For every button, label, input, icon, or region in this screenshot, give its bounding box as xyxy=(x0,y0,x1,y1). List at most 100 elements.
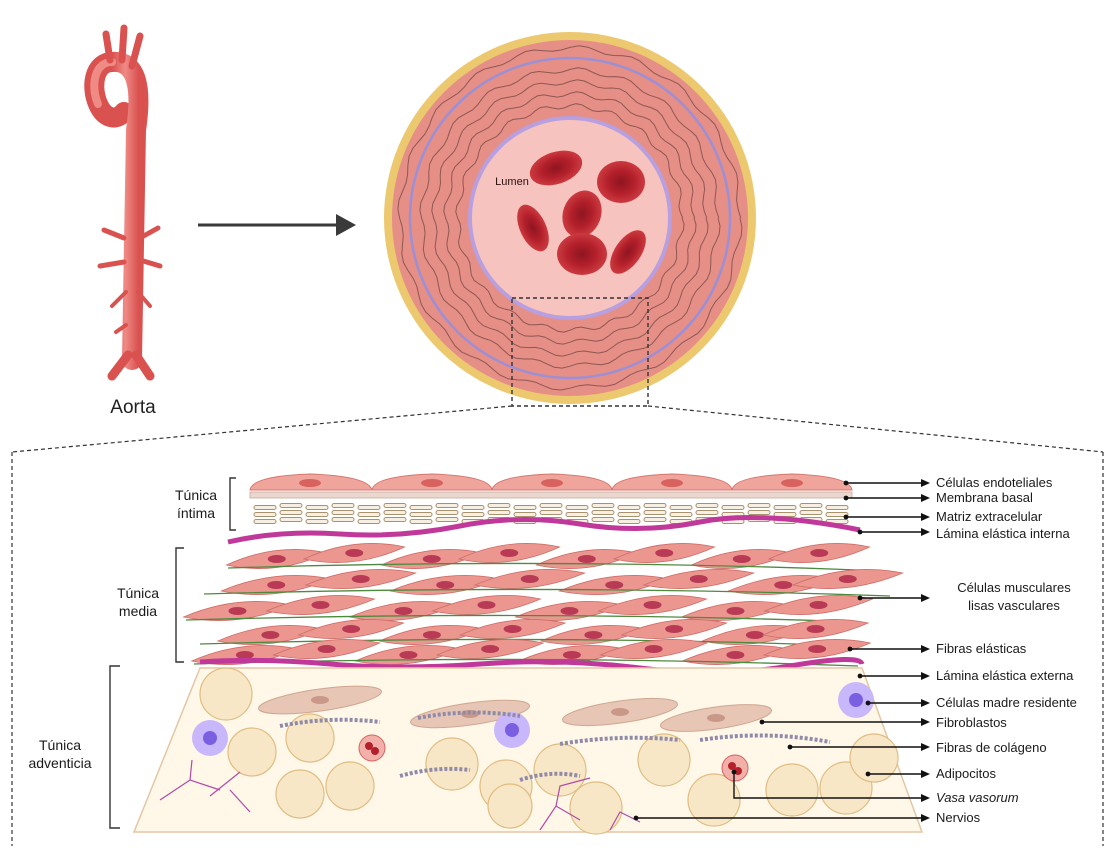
pointer-dot xyxy=(858,530,863,535)
matrix-fiber xyxy=(280,511,302,515)
matrix-fiber xyxy=(410,506,432,510)
muscle-cell-nucleus xyxy=(345,549,363,557)
muscle-cell-nucleus xyxy=(584,631,602,639)
matrix-fiber xyxy=(540,504,562,508)
muscle-cell-nucleus xyxy=(690,575,708,583)
pointer-arrowhead xyxy=(921,645,930,653)
pointer-arrowhead xyxy=(921,699,930,707)
muscle-cell-nucleus xyxy=(808,645,826,653)
adipocyte xyxy=(326,762,374,810)
pointer-arrowhead xyxy=(921,479,930,487)
matrix-fiber xyxy=(514,513,536,517)
matrix-fiber xyxy=(280,518,302,522)
matrix-fiber xyxy=(410,513,432,517)
label-vsmc-1: Células musculares xyxy=(957,580,1071,595)
matrix-fiber xyxy=(800,511,822,515)
tunica-media xyxy=(184,543,903,666)
label-vsmc-2: lisas vasculares xyxy=(968,598,1060,613)
pointer-arrowhead xyxy=(921,528,930,536)
muscle-cell-nucleus xyxy=(578,555,596,563)
muscle-cell-nucleus xyxy=(655,549,673,557)
muscle-cell-nucleus xyxy=(504,625,522,633)
matrix-fiber xyxy=(280,504,302,508)
tunica-adventicia xyxy=(134,668,922,834)
muscle-cell-nucleus xyxy=(312,601,330,609)
matrix-fiber xyxy=(462,513,484,517)
adipocyte xyxy=(766,764,818,816)
matrix-fiber xyxy=(306,520,328,524)
pointer-dot xyxy=(858,596,863,601)
pointer-arrowhead xyxy=(921,814,930,822)
label-vasa-vasorum: Vasa vasorum xyxy=(936,790,1019,805)
matrix-fiber xyxy=(722,506,744,510)
label-elastic-fibers: Fibras elásticas xyxy=(936,641,1027,656)
matrix-fiber xyxy=(488,511,510,515)
label-nerves: Nervios xyxy=(936,810,981,825)
muscle-cell-nucleus xyxy=(481,645,499,653)
pointer-dot xyxy=(858,674,863,679)
label-extracellular-matrix: Matriz extracelular xyxy=(936,509,1043,524)
adipocyte xyxy=(638,734,690,786)
matrix-fiber xyxy=(254,513,276,517)
pointer-arrowhead xyxy=(921,513,930,521)
muscle-cell-nucleus xyxy=(645,645,663,653)
tunica-adventicia-label-2: adventicia xyxy=(28,755,91,771)
fibroblast-nucleus xyxy=(311,696,329,704)
muscle-cell-nucleus xyxy=(807,625,825,633)
label-endothelial: Células endoteliales xyxy=(936,475,1053,490)
tunica-intima xyxy=(228,474,860,542)
matrix-fiber xyxy=(384,518,406,522)
muscle-cell-nucleus xyxy=(399,651,417,659)
muscle-cell-nucleus xyxy=(395,607,413,615)
matrix-fiber xyxy=(384,511,406,515)
matrix-fiber xyxy=(306,506,328,510)
matrix-fiber xyxy=(644,504,666,508)
tunica-media-label-2: media xyxy=(119,603,157,619)
aorta-label: Aorta xyxy=(110,397,156,418)
muscle-cell-nucleus xyxy=(423,555,441,563)
fibroblast-nucleus xyxy=(611,708,629,716)
pointer-dot xyxy=(788,745,793,750)
adipocyte xyxy=(276,770,324,818)
matrix-fiber xyxy=(696,511,718,515)
matrix-fiber xyxy=(332,504,354,508)
matrix-fiber xyxy=(358,520,380,524)
muscle-cell-nucleus xyxy=(268,555,286,563)
muscle-cell-nucleus xyxy=(746,631,764,639)
muscle-cell-nucleus xyxy=(726,651,744,659)
matrix-fiber xyxy=(358,513,380,517)
tunica-intima-label-2: íntima xyxy=(177,505,215,521)
aorta-illustration: Aorta xyxy=(94,28,160,418)
matrix-fiber xyxy=(436,518,458,522)
matrix-fiber xyxy=(696,504,718,508)
matrix-fiber xyxy=(748,511,770,515)
matrix-fiber xyxy=(670,513,692,517)
matrix-fiber xyxy=(384,504,406,508)
lumen-label: Lumen xyxy=(495,176,529,188)
matrix-fiber xyxy=(774,506,796,510)
pointer-dot xyxy=(844,481,849,486)
muscle-cell-nucleus xyxy=(229,607,247,615)
matrix-fiber xyxy=(566,513,588,517)
tunica-adventicia-label-1: Túnica xyxy=(39,737,81,753)
muscle-cell-nucleus xyxy=(267,581,285,589)
muscle-cell-nucleus xyxy=(563,651,581,659)
vessel-rbc xyxy=(371,747,379,755)
muscle-cell-nucleus xyxy=(478,601,496,609)
matrix-fiber xyxy=(306,513,328,517)
matrix-fiber xyxy=(826,506,848,510)
fibroblast-nucleus xyxy=(707,714,725,722)
muscle-cell-nucleus xyxy=(521,575,539,583)
pointer-arrowhead xyxy=(921,672,930,680)
pointer-dot xyxy=(866,701,871,706)
pointer-dot xyxy=(844,496,849,501)
muscle-cell-nucleus xyxy=(605,581,623,589)
muscle-cell-nucleus xyxy=(561,607,579,615)
label-internal-elastic-lamina: Lámina elástica interna xyxy=(936,526,1070,541)
matrix-fiber xyxy=(618,513,640,517)
muscle-cell-nucleus xyxy=(774,581,792,589)
stem-cell-nucleus xyxy=(203,731,217,745)
muscle-cell-nucleus xyxy=(727,607,745,615)
matrix-fiber xyxy=(566,506,588,510)
